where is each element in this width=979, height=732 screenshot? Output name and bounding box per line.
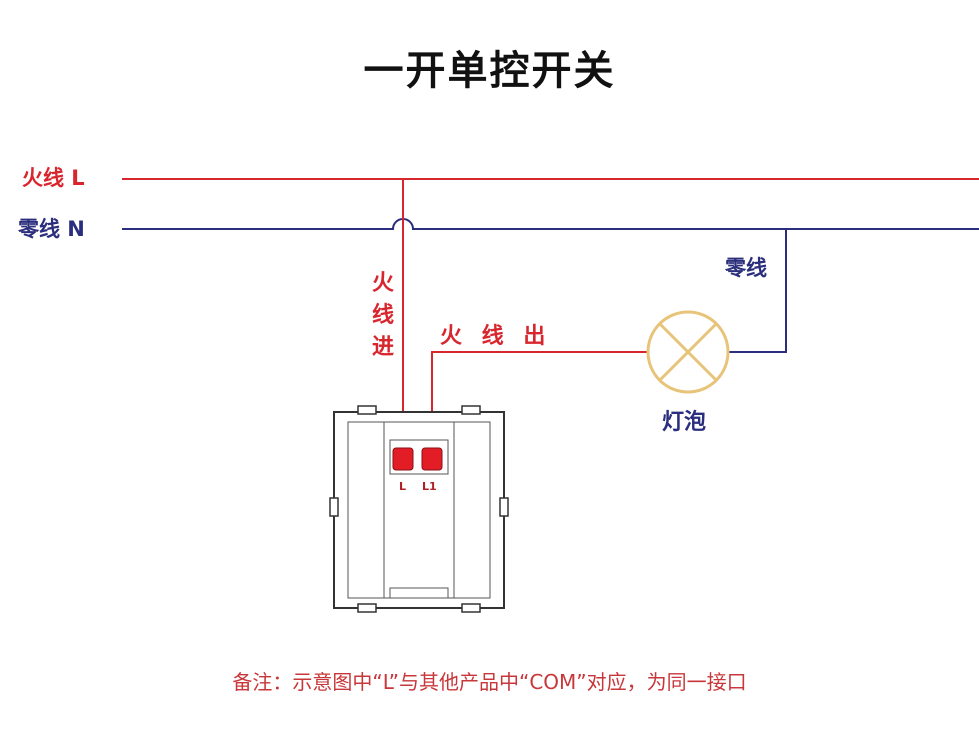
neutral-branch-label: 零线 bbox=[725, 256, 767, 280]
neutral-main-wire bbox=[122, 218, 979, 230]
live-out-label: 火 线 出 bbox=[440, 324, 552, 349]
terminal-l bbox=[392, 447, 414, 471]
switch-module bbox=[329, 405, 509, 613]
live-line-label: 火线 L bbox=[22, 166, 85, 190]
terminal-l1-label: L1 bbox=[422, 480, 437, 493]
neutral-branch-wire bbox=[729, 229, 787, 353]
bulb-icon bbox=[646, 310, 730, 394]
footnote: 备注：示意图中“L”与其他产品中“COM”对应，为同一接口 bbox=[232, 670, 747, 694]
live-in-label: 火线进 bbox=[371, 271, 394, 360]
page-title: 一开单控开关 bbox=[363, 48, 616, 94]
terminal-l-label: L bbox=[399, 480, 406, 493]
terminal-l1 bbox=[421, 447, 443, 471]
bulb-label: 灯泡 bbox=[662, 410, 707, 435]
neutral-line-label: 零线 N bbox=[18, 217, 85, 241]
